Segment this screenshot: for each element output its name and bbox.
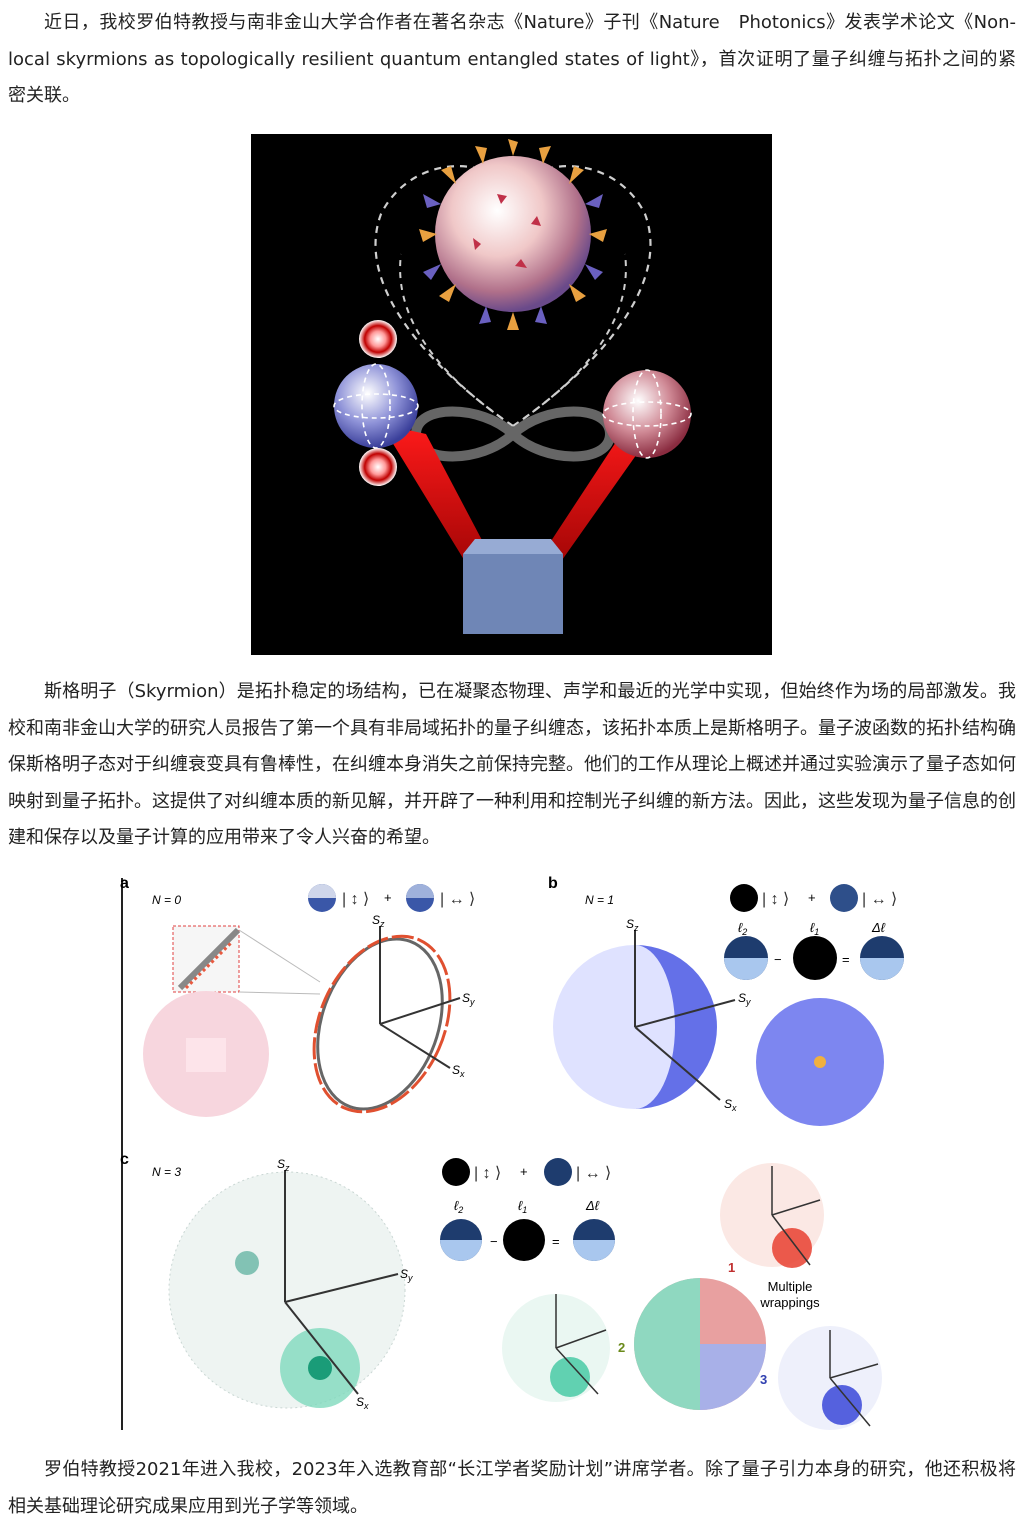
svg-text:c: c bbox=[120, 1151, 129, 1168]
svg-text:Sy: Sy bbox=[462, 991, 475, 1007]
svg-text:Sz: Sz bbox=[277, 1157, 290, 1173]
svg-text:Sz: Sz bbox=[372, 913, 385, 929]
svg-text:| ↔ ⟩: | ↔ ⟩ bbox=[862, 891, 897, 908]
svg-text:ℓ2: ℓ2 bbox=[454, 1198, 463, 1215]
svg-text:+: + bbox=[384, 890, 392, 905]
svg-text:N = 1: N = 1 bbox=[585, 893, 614, 907]
panel-b: b N = 1 | ↕ ⟩ + | ↔ ⟩ ℓ2 ℓ1 Δℓ − = Sz Sy bbox=[548, 875, 904, 1126]
skyrmion-paragraph: 斯格明子（Skyrmion）是拓扑稳定的场结构，已在凝聚态物理、声学和最近的光学… bbox=[8, 681, 1016, 848]
svg-text:Multiple: Multiple bbox=[768, 1279, 813, 1294]
svg-text:3: 3 bbox=[760, 1372, 767, 1387]
research-figure: a N = 0 | ↕ ⟩ + | ↔ ⟩ Sz Sy bbox=[120, 870, 912, 1435]
svg-text:ℓ1: ℓ1 bbox=[518, 1198, 527, 1215]
svg-text:−: − bbox=[774, 952, 782, 967]
svg-text:N = 3: N = 3 bbox=[152, 1165, 181, 1179]
svg-text:Sx: Sx bbox=[356, 1395, 369, 1411]
svg-text:N = 0: N = 0 bbox=[152, 893, 181, 907]
svg-text:ℓ2: ℓ2 bbox=[738, 920, 747, 937]
skyrmion-illustration bbox=[251, 134, 772, 655]
svg-text:| ↔ ⟩: | ↔ ⟩ bbox=[576, 1165, 611, 1182]
svg-text:=: = bbox=[842, 952, 850, 967]
svg-text:Sx: Sx bbox=[452, 1063, 465, 1079]
svg-text:Δℓ: Δℓ bbox=[585, 1198, 600, 1213]
svg-text:| ↕ ⟩: | ↕ ⟩ bbox=[342, 891, 369, 908]
svg-text:2: 2 bbox=[618, 1340, 625, 1355]
panel-c: c N = 3 Sz Sy Sx | ↕ ⟩ + | ↔ ⟩ ℓ2 ℓ1 Δℓ … bbox=[120, 1151, 882, 1430]
intro-paragraph: 近日，我校罗伯特教授与南非金山大学合作者在著名杂志《Nature》子刊《Natu… bbox=[8, 12, 1017, 106]
svg-text:| ↕ ⟩: | ↕ ⟩ bbox=[762, 891, 789, 908]
svg-text:a: a bbox=[120, 875, 129, 892]
svg-text:=: = bbox=[552, 1234, 560, 1249]
svg-text:wrappings: wrappings bbox=[759, 1295, 820, 1310]
closing-paragraph: 罗伯特教授2021年进入我校，2023年入选教育部“长江学者奖励计划”讲席学者。… bbox=[8, 1459, 1016, 1517]
svg-text:Sy: Sy bbox=[400, 1267, 413, 1283]
svg-text:−: − bbox=[490, 1234, 498, 1249]
svg-text:Sy: Sy bbox=[738, 991, 751, 1007]
svg-text:Sz: Sz bbox=[626, 917, 639, 933]
svg-text:+: + bbox=[808, 890, 816, 905]
svg-text:+: + bbox=[520, 1164, 528, 1179]
panel-a: a N = 0 | ↕ ⟩ + | ↔ ⟩ Sz Sy bbox=[120, 875, 475, 1117]
svg-text:1: 1 bbox=[728, 1260, 735, 1275]
svg-text:| ↔ ⟩: | ↔ ⟩ bbox=[440, 891, 475, 908]
svg-text:Δℓ: Δℓ bbox=[871, 920, 886, 935]
svg-text:b: b bbox=[548, 875, 558, 892]
svg-text:Sx: Sx bbox=[724, 1097, 737, 1113]
svg-text:ℓ1: ℓ1 bbox=[810, 920, 819, 937]
svg-text:| ↕ ⟩: | ↕ ⟩ bbox=[474, 1165, 501, 1182]
